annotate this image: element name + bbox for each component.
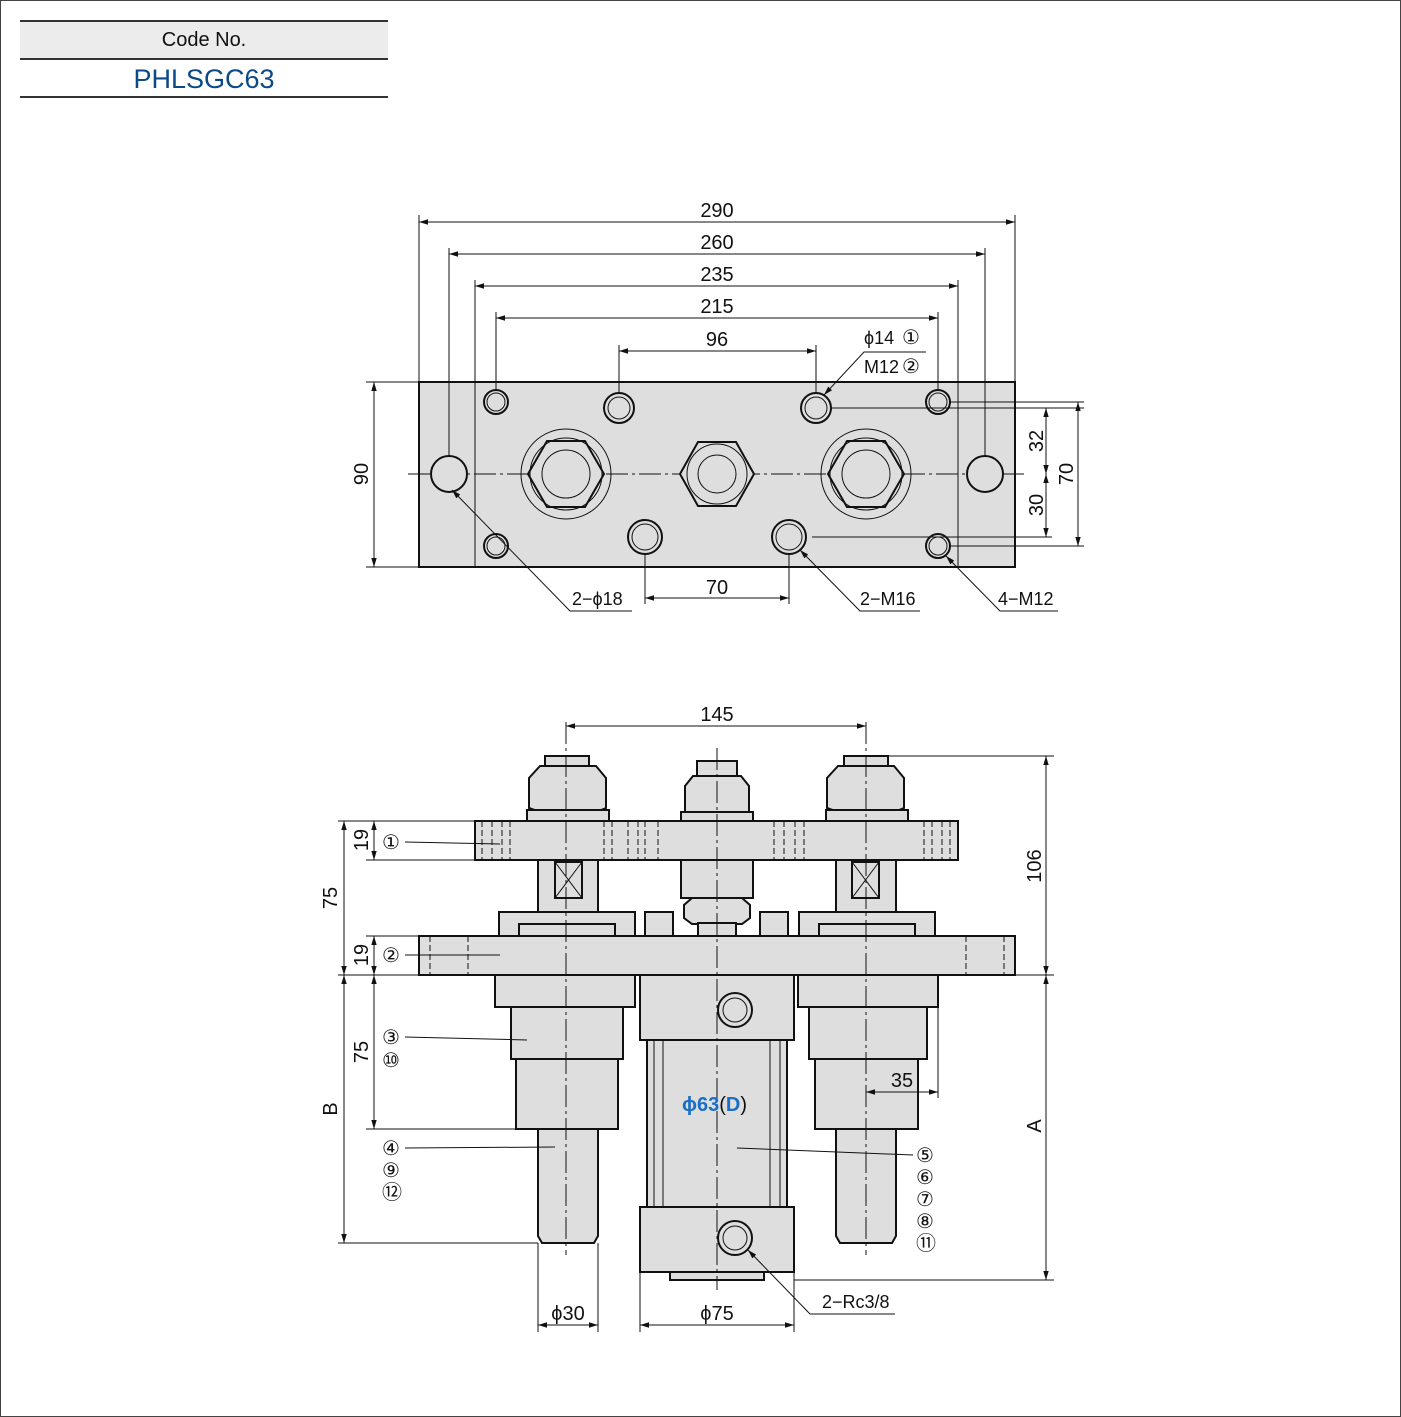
- dim-290: 290: [700, 200, 733, 222]
- small-bolt-left: [644, 911, 674, 939]
- left-top-nut: [526, 755, 610, 823]
- hole-phi18-left: [430, 455, 468, 493]
- part-7: ⑦: [916, 1187, 934, 1211]
- dim-32: 32: [1026, 430, 1048, 452]
- hex-nut-right: [820, 428, 912, 520]
- callout-2-m16: 2−M16: [860, 589, 916, 609]
- code-box: Code No. PHLSGC63: [20, 20, 388, 98]
- dim-19-top: 19: [351, 829, 373, 851]
- dim-70-horizontal: 70: [706, 577, 728, 599]
- part-3: ③: [382, 1025, 400, 1049]
- part-1: ①: [382, 830, 400, 854]
- part-2: ②: [382, 943, 400, 967]
- dim-235: 235: [700, 264, 733, 286]
- bore-label: ϕ63(D): [682, 1094, 747, 1116]
- code-label: Code No.: [20, 20, 388, 60]
- left-guide-flange: [494, 974, 636, 1008]
- part-4: ④: [382, 1136, 400, 1160]
- left-guide-body: [510, 1006, 624, 1060]
- dim-70-vertical: 70: [1056, 463, 1078, 485]
- right-top-nut: [825, 755, 909, 823]
- part-12: ⑫: [382, 1180, 402, 1204]
- dim-75-rod: 75: [351, 1041, 373, 1063]
- dim-145: 145: [700, 704, 733, 726]
- dim-phi30: ϕ30: [551, 1303, 584, 1325]
- small-bolt-right: [759, 911, 789, 939]
- part-8: ⑧: [916, 1209, 934, 1233]
- callout-4-m12: 4−M12: [998, 589, 1054, 609]
- top-view: 290 260 235 215 96 90 32 30 70 70 ϕ14 ① …: [351, 200, 1084, 612]
- hex-nut-left: [520, 428, 612, 520]
- code-value: PHLSGC63: [20, 60, 388, 98]
- port-upper: [722, 997, 748, 1023]
- dim-90: 90: [351, 463, 373, 485]
- part-5: ⑤: [916, 1143, 934, 1167]
- right-guide-body: [808, 1006, 928, 1060]
- callout-m12: M12: [864, 357, 899, 377]
- port-lower: [722, 1225, 748, 1251]
- part-11: ⑪: [916, 1231, 936, 1255]
- callout-m12-ref: ②: [902, 354, 920, 378]
- dim-A: A: [1024, 1119, 1046, 1133]
- hole-phi18-right: [966, 455, 1004, 493]
- dim-96: 96: [706, 329, 728, 351]
- plate-1-hidden-holes: [481, 821, 951, 860]
- dim-phi75: ϕ75: [700, 1303, 733, 1325]
- dim-B: B: [320, 1102, 342, 1115]
- dim-75-plate: 75: [320, 887, 342, 909]
- left-guide-sleeve: [515, 1058, 619, 1130]
- left-guide-rod: [537, 1128, 599, 1244]
- center-lock-nut: [683, 897, 751, 925]
- dim-260: 260: [700, 232, 733, 254]
- dim-19-mid: 19: [351, 944, 373, 966]
- right-guide-flange: [797, 974, 939, 1008]
- m16-holes: [627, 519, 807, 555]
- callout-2-rc3-8: 2−Rc3/8: [822, 1292, 890, 1312]
- dim-35: 35: [891, 1070, 913, 1092]
- front-view: 145 19 75 19 75 B 106 A 35 ϕ30 ϕ75 2−Rc3…: [320, 704, 1054, 1332]
- callout-2-phi18: 2−ϕ18: [572, 589, 623, 609]
- part-9: ⑨: [382, 1158, 400, 1182]
- dim-215: 215: [700, 296, 733, 318]
- front-dimensions: [338, 723, 1054, 1332]
- callout-phi14-ref: ①: [902, 325, 920, 349]
- hex-nut-center: [678, 441, 756, 507]
- callout-phi14: ϕ14: [864, 328, 894, 348]
- part-6: ⑥: [916, 1165, 934, 1189]
- dim-106: 106: [1024, 849, 1046, 882]
- top-dimensions: [366, 215, 1084, 612]
- part-10: ⑩: [382, 1048, 400, 1072]
- dim-30: 30: [1026, 494, 1048, 516]
